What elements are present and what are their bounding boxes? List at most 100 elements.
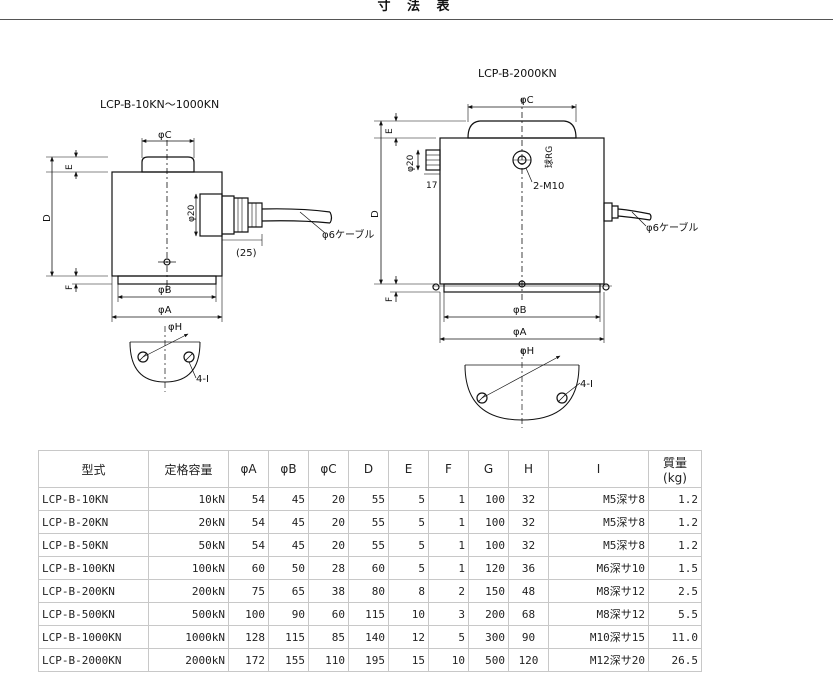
table-cell: 1 bbox=[428, 510, 469, 534]
right-phi-h-label: φH bbox=[520, 346, 534, 357]
column-header: 質量 (kg) bbox=[648, 450, 702, 488]
table-cell: 54 bbox=[228, 533, 269, 557]
column-header: D bbox=[348, 450, 389, 488]
table-cell: LCP-B-500KN bbox=[38, 602, 149, 626]
table-cell: 50kN bbox=[148, 533, 229, 557]
page-title: 寸 法 表 bbox=[377, 0, 456, 14]
table-cell: 45 bbox=[268, 533, 309, 557]
left-holes-label: 4-I bbox=[196, 374, 209, 385]
table-cell: LCP-B-50KN bbox=[38, 533, 149, 557]
table-cell: 1.2 bbox=[648, 533, 702, 557]
table-cell: 28 bbox=[308, 556, 349, 580]
table-cell: M8深サ12 bbox=[548, 579, 649, 603]
table-cell: 1.2 bbox=[648, 487, 702, 511]
table-cell: M5深サ8 bbox=[548, 487, 649, 511]
table-cell: 60 bbox=[228, 556, 269, 580]
table-cell: 48 bbox=[508, 579, 549, 603]
left-phi-h-label: φH bbox=[168, 322, 182, 333]
left-phi-b-label: φB bbox=[158, 285, 172, 296]
right-phi-20-label: φ20 bbox=[406, 154, 416, 172]
table-cell: 90 bbox=[268, 602, 309, 626]
left-dim-25-label: (25) bbox=[236, 248, 257, 259]
table-cell: 11.0 bbox=[648, 625, 702, 649]
column-header: 型式 bbox=[38, 450, 149, 488]
column-header: G bbox=[468, 450, 509, 488]
table-cell: 50 bbox=[268, 556, 309, 580]
table-cell: 100 bbox=[468, 510, 509, 534]
table-cell: 60 bbox=[308, 602, 349, 626]
table-cell: 36 bbox=[508, 556, 549, 580]
table-cell: 2 bbox=[428, 579, 469, 603]
table-cell: LCP-B-20KN bbox=[38, 510, 149, 534]
table-cell: 60 bbox=[348, 556, 389, 580]
table-cell: M8深サ12 bbox=[548, 602, 649, 626]
table-cell: 55 bbox=[348, 533, 389, 557]
table-cell: M6深サ10 bbox=[548, 556, 649, 580]
table-cell: 32 bbox=[508, 533, 549, 557]
right-dim-17-label: 17 bbox=[426, 181, 437, 191]
table-cell: 195 bbox=[348, 648, 389, 672]
table-cell: M5深サ8 bbox=[548, 510, 649, 534]
right-e-label: E bbox=[385, 128, 395, 134]
table-cell: LCP-B-10KN bbox=[38, 487, 149, 511]
left-e-label: E bbox=[65, 164, 75, 170]
load-cell-2000kn-drawing: LCP-B-2000KN φC φ20 bbox=[370, 67, 698, 428]
column-header: φC bbox=[308, 450, 349, 488]
table-cell: 500kN bbox=[148, 602, 229, 626]
table-cell: 8 bbox=[388, 579, 429, 603]
table-cell: 1.2 bbox=[648, 510, 702, 534]
right-model-label: LCP-B-2000KN bbox=[478, 67, 557, 80]
table-cell: 5 bbox=[388, 510, 429, 534]
table-cell: 26.5 bbox=[648, 648, 702, 672]
column-header: H bbox=[508, 450, 549, 488]
table-cell: M10深サ15 bbox=[548, 625, 649, 649]
table-cell: 20kN bbox=[148, 510, 229, 534]
table-cell: 80 bbox=[348, 579, 389, 603]
left-phi-a-label: φA bbox=[158, 305, 172, 316]
table-cell: 68 bbox=[508, 602, 549, 626]
right-d-label: D bbox=[370, 210, 381, 218]
table-cell: 200kN bbox=[148, 579, 229, 603]
table-cell: 115 bbox=[268, 625, 309, 649]
table-cell: 120 bbox=[468, 556, 509, 580]
column-header: I bbox=[548, 450, 649, 488]
table-cell: M12深サ20 bbox=[548, 648, 649, 672]
dimension-drawing: LCP-B-10KN～1000KN φC φ20 bbox=[42, 67, 698, 428]
left-f-label: F bbox=[65, 285, 75, 290]
column-header: 定格容量 bbox=[148, 450, 229, 488]
table-cell: 20 bbox=[308, 533, 349, 557]
table-cell: 2000kN bbox=[148, 648, 229, 672]
left-d-label: D bbox=[42, 214, 53, 222]
table-cell: 10 bbox=[388, 602, 429, 626]
left-model-label: LCP-B-10KN～1000KN bbox=[100, 98, 219, 111]
table-cell: 10 bbox=[428, 648, 469, 672]
left-phi-20-label: φ20 bbox=[187, 204, 197, 222]
table-cell: 12 bbox=[388, 625, 429, 649]
table-cell: 100 bbox=[468, 533, 509, 557]
table-cell: 55 bbox=[348, 487, 389, 511]
table-cell: 1.5 bbox=[648, 556, 702, 580]
table-cell: 3 bbox=[428, 602, 469, 626]
table-cell: 110 bbox=[308, 648, 349, 672]
right-f-label: F bbox=[385, 297, 395, 302]
table-cell: 54 bbox=[228, 510, 269, 534]
table-cell: 200 bbox=[468, 602, 509, 626]
table-cell: 155 bbox=[268, 648, 309, 672]
table-cell: 85 bbox=[308, 625, 349, 649]
right-m10-label: 2-M10 bbox=[533, 181, 564, 192]
table-cell: 5 bbox=[388, 533, 429, 557]
column-header: φB bbox=[268, 450, 309, 488]
table-cell: 1000kN bbox=[148, 625, 229, 649]
right-ball-label: 球RG bbox=[543, 146, 555, 168]
table-cell: 100 bbox=[468, 487, 509, 511]
table-cell: 20 bbox=[308, 510, 349, 534]
